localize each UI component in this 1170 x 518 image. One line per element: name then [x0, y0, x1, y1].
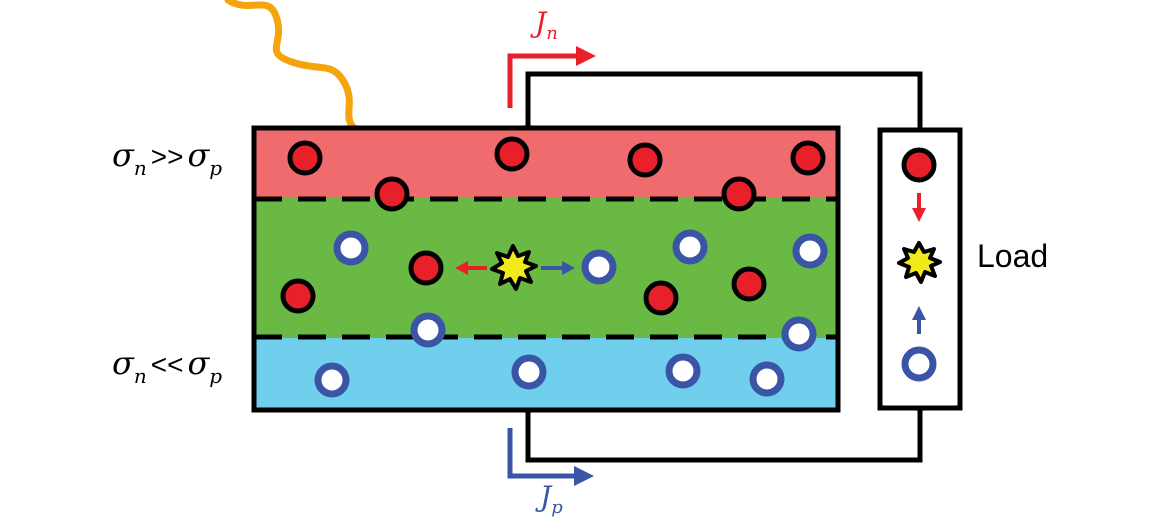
hole-current-arrow	[507, 428, 594, 486]
hole	[792, 233, 828, 269]
electrons	[280, 136, 937, 316]
hole	[410, 312, 446, 348]
electron	[287, 140, 323, 176]
hole	[314, 362, 350, 398]
top-wire	[525, 71, 923, 130]
electron-current-arrow	[507, 46, 596, 108]
hole	[665, 353, 701, 389]
hole	[749, 361, 785, 397]
electron	[494, 136, 530, 172]
load-electron-arrow	[912, 193, 926, 222]
hole-drift-arrow	[541, 261, 575, 275]
bottom-wire	[525, 408, 923, 463]
hole	[672, 229, 708, 265]
hole	[511, 354, 547, 390]
hole	[333, 230, 369, 266]
electron-drift-arrow	[455, 261, 487, 275]
load-starburst-icon	[897, 241, 942, 284]
cell-border	[251, 125, 841, 413]
hole	[781, 316, 817, 352]
electron	[627, 142, 663, 178]
electron	[374, 176, 410, 212]
hole	[581, 249, 617, 285]
electron	[790, 140, 826, 176]
sigma-relation-bottom: σn<<σp	[112, 344, 223, 388]
electron	[721, 176, 757, 212]
load-hole-arrow	[912, 306, 926, 334]
load-label: Load	[977, 238, 1049, 274]
electron	[901, 147, 937, 183]
electron	[643, 280, 679, 316]
electron-current-label: Jn	[535, 6, 558, 44]
holes	[314, 229, 937, 398]
starburst-icon	[490, 244, 538, 291]
electron	[280, 278, 316, 314]
electron	[408, 250, 444, 286]
hole-current-label: Jp	[540, 480, 563, 518]
hole	[901, 346, 937, 382]
solar-cell-diagram	[224, 0, 963, 486]
electron	[731, 266, 767, 302]
sigma-relation-top: σn>>σp	[112, 136, 223, 180]
